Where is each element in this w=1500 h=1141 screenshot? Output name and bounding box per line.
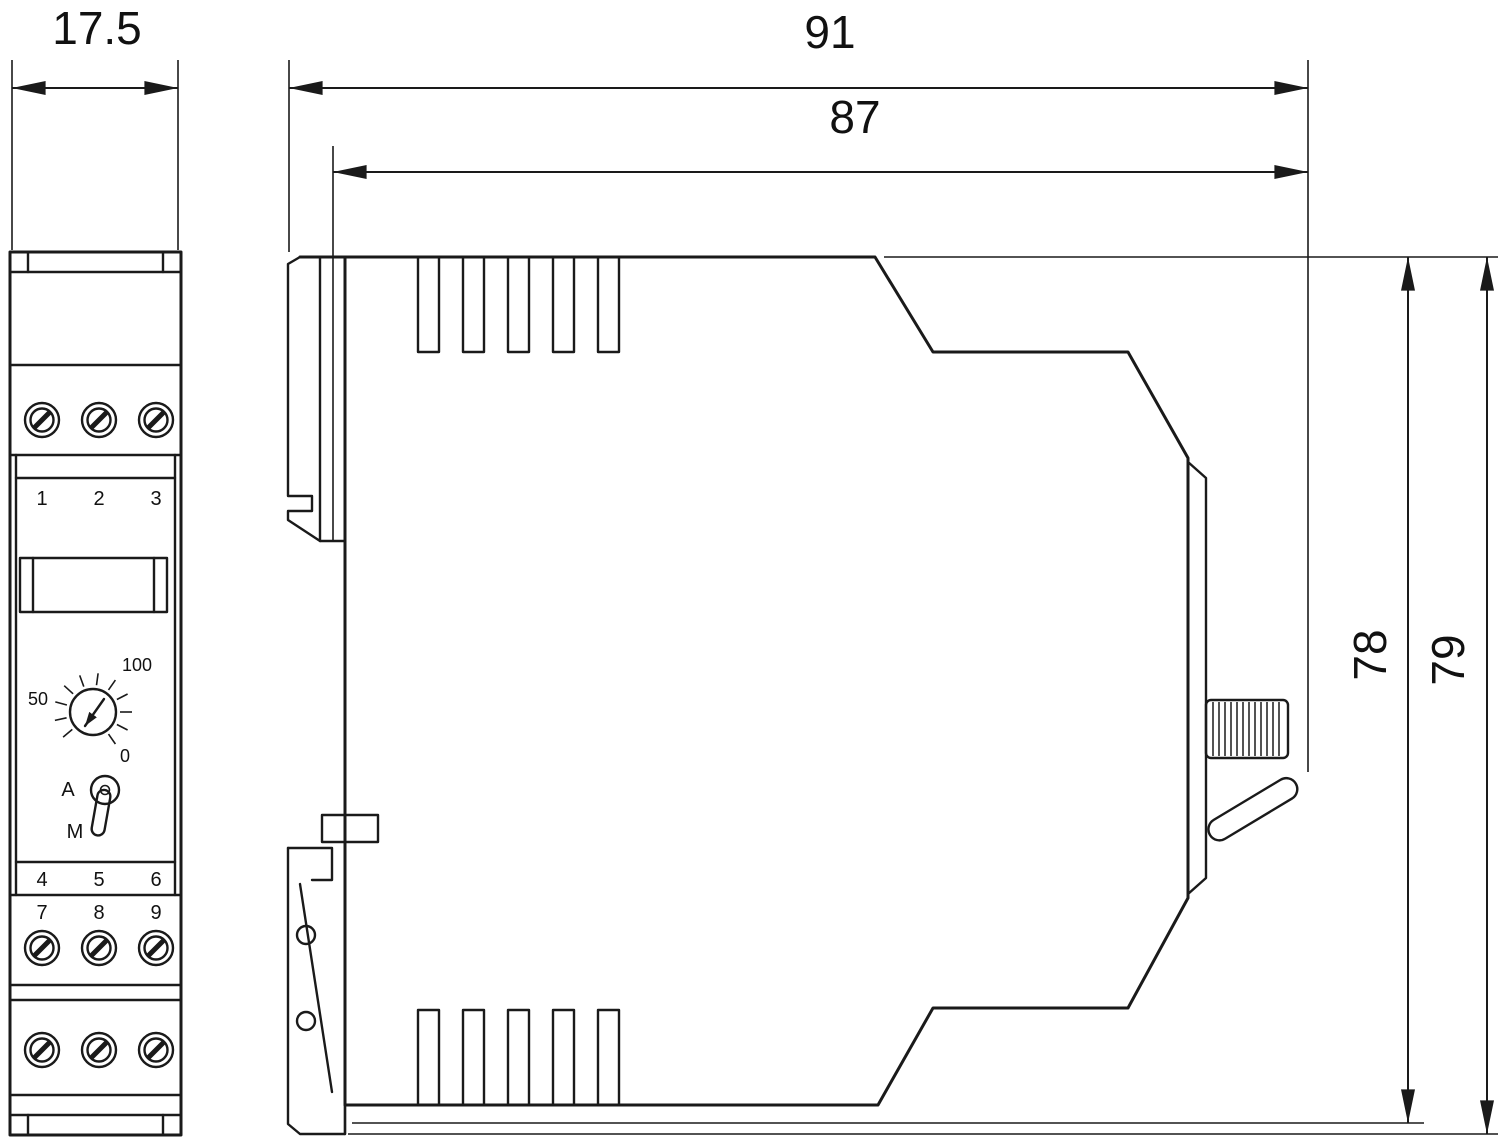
screw-terminal-icon: [139, 1033, 173, 1067]
vent-slot: [506, 255, 531, 354]
terminal-number: 1: [36, 488, 47, 510]
side-view: [286, 255, 1299, 1136]
dim-body-height: 78: [352, 256, 1498, 1124]
dial-label-mid: 50: [28, 689, 48, 709]
dial-label-min: 0: [120, 746, 130, 766]
switch-lever: [90, 788, 112, 837]
front-bezel: [1186, 460, 1208, 896]
terminal-number: 2: [93, 488, 104, 510]
terminal-number: 5: [93, 869, 104, 891]
front-housing: [8, 250, 183, 1137]
dim-total-height: 79: [348, 257, 1498, 1135]
thumbwheel-knurling: [1212, 702, 1280, 756]
face-panel: [14, 453, 177, 897]
toggle-lever: [1207, 776, 1299, 842]
terminal-number: 8: [93, 902, 104, 924]
vent-slots-bottom: [416, 1008, 621, 1107]
screw-terminal-icon: [139, 931, 173, 965]
din-rail-clip-lower: [286, 846, 347, 1136]
clip-pin-hole: [295, 1010, 317, 1032]
dim-label-front-width: 17.5: [52, 2, 142, 54]
screw-terminal-icon: [25, 931, 59, 965]
dim-body-depth: 87: [332, 91, 1308, 540]
upper-terminal-block: [8, 363, 183, 457]
terminal-number: 4: [36, 869, 47, 891]
middle-terminal-block: [8, 931, 183, 1002]
dial-pointer: [83, 697, 106, 728]
terminal-numbers-mid: 4 5 6 7 8 9: [8, 860, 183, 924]
rail-edge-slot: [320, 813, 380, 844]
screw-terminal-icon: [25, 1033, 59, 1067]
vent-slot: [416, 1008, 441, 1107]
dim-total-depth: 91: [288, 6, 1309, 772]
screw-terminal-icon: [82, 931, 116, 965]
front-view: 1 2 3: [8, 250, 183, 1137]
terminal-number: 3: [150, 488, 161, 510]
dim-label-body-depth: 87: [829, 91, 880, 143]
dim-front-width: 17.5: [11, 2, 179, 250]
label-window: [18, 556, 169, 614]
screw-terminal-icon: [139, 403, 173, 437]
vent-slot: [596, 255, 621, 354]
vent-slot: [551, 255, 576, 354]
side-housing-outline: [298, 255, 1190, 1107]
dial-label-max: 100: [122, 655, 152, 675]
din-rail-clip-upper: [286, 255, 347, 543]
terminal-number: 7: [36, 902, 47, 924]
vent-slot: [596, 1008, 621, 1107]
screw-terminal-icon: [25, 403, 59, 437]
switch-label-manual: M: [67, 821, 84, 843]
vent-slot: [461, 1008, 486, 1107]
vent-slot: [551, 1008, 576, 1107]
vent-slot: [461, 255, 486, 354]
terminal-number: 9: [150, 902, 161, 924]
bottom-terminal-block: [8, 1033, 183, 1137]
terminal-number: 6: [150, 869, 161, 891]
vent-slot: [506, 1008, 531, 1107]
dim-label-body-height: 78: [1344, 629, 1396, 680]
vent-slot: [416, 255, 441, 354]
potentiometer-dial: 100 50 0: [28, 655, 152, 766]
top-cap: [8, 250, 183, 274]
adjustment-thumbwheel: [1204, 698, 1290, 760]
screw-terminal-icon: [82, 403, 116, 437]
dim-label-total-height: 79: [1422, 634, 1474, 685]
mode-toggle-switch: A M: [61, 774, 121, 843]
clip-pin-hole: [295, 924, 317, 946]
vent-slots-top: [416, 255, 621, 354]
dim-label-total-depth: 91: [804, 6, 855, 58]
terminal-numbers-top: 1 2 3: [36, 488, 161, 510]
switch-label-auto: A: [61, 779, 75, 801]
dial-ticks: [54, 673, 132, 745]
screw-terminal-icon: [82, 1033, 116, 1067]
